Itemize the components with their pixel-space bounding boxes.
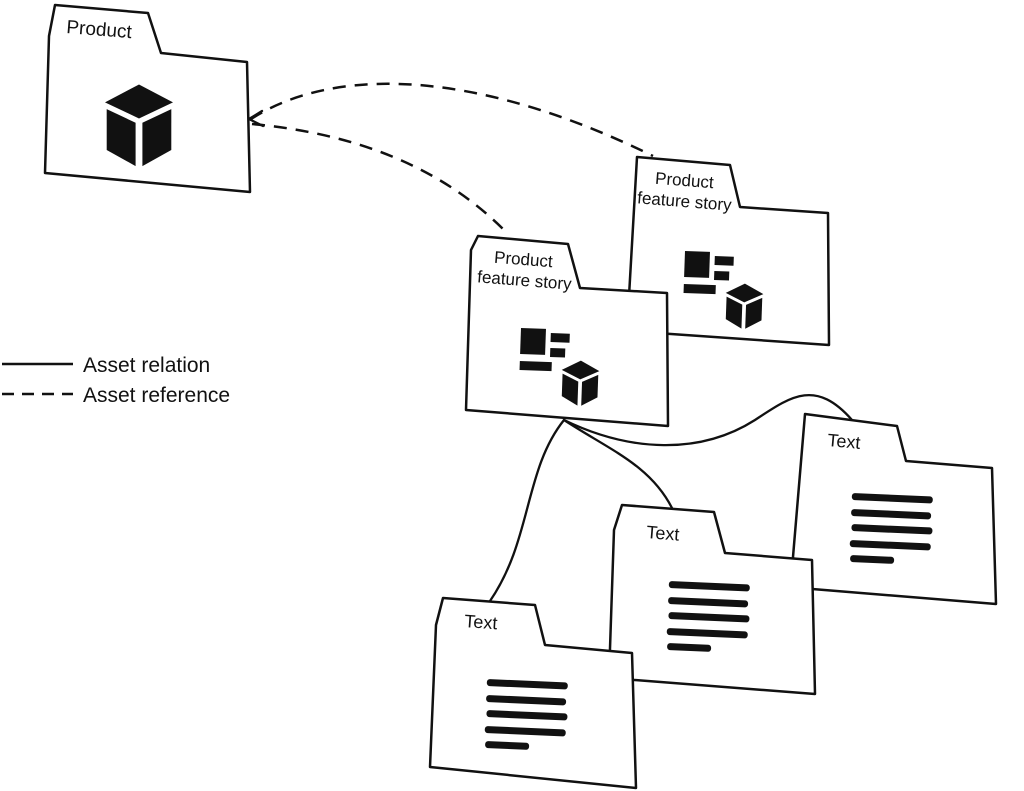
reference-curve-feature-right-to-product: [250, 82, 654, 158]
folder-product-feature-story-middle: Product feature story: [464, 234, 670, 428]
reference-curve-feature-middle-to-product: [251, 122, 509, 235]
folder-product: Product: [43, 3, 252, 194]
folder-text-right-outline: [791, 412, 998, 606]
folder-text-middle-label: Text: [646, 522, 680, 545]
legend-item-asset-reference: Asset reference: [2, 384, 230, 407]
folder-text-left-outline: [428, 596, 638, 790]
folder-text-right: Text: [791, 412, 998, 606]
relation-curve-to-text-right: [562, 393, 854, 447]
folder-product-feature-story-right: Product feature story: [625, 155, 831, 347]
reference-arrowhead: [247, 109, 265, 128]
relation-curve-to-text-left: [488, 418, 566, 603]
legend-asset-reference-label: Asset reference: [83, 384, 230, 407]
relation-curve-to-text-middle: [562, 418, 674, 510]
legend-item-asset-relation: Asset relation: [2, 354, 210, 377]
folder-text-right-label: Text: [827, 430, 862, 453]
legend: Asset relation Asset reference: [2, 354, 230, 407]
folder-feature-right-label-line1: Product: [654, 169, 714, 193]
folder-product-label: Product: [66, 17, 134, 43]
legend-asset-relation-label: Asset relation: [83, 354, 210, 377]
folder-feature-middle-outline: [464, 234, 670, 428]
folder-text-left-label: Text: [464, 611, 498, 633]
folder-text-left: Text: [428, 596, 638, 790]
folder-feature-middle-label-line1: Product: [493, 248, 553, 272]
folder-text-middle: Text: [607, 503, 817, 696]
